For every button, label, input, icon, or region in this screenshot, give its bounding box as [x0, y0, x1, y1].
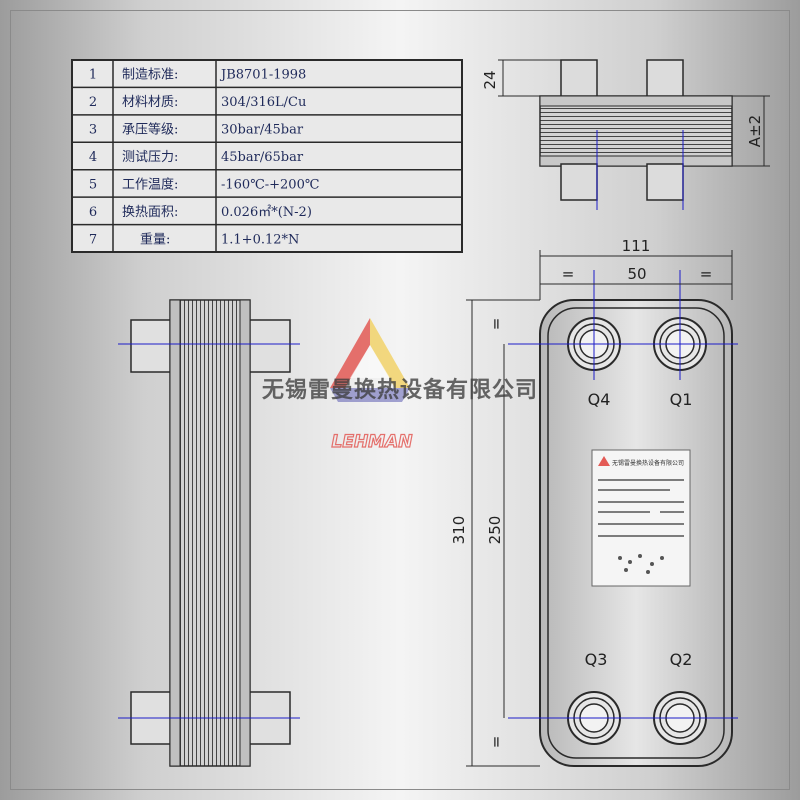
- port-label-q1: Q1: [670, 390, 693, 409]
- logo-text: LEHMAN: [332, 432, 413, 452]
- spec-row-label: 制造标准:: [122, 68, 178, 83]
- spec-row-number: 6: [89, 205, 97, 220]
- spec-row-value: 30bar/45bar: [221, 123, 304, 138]
- dim-port-spacing: 50: [627, 265, 646, 283]
- spec-row-value: 1.1+0.12*N: [221, 232, 299, 247]
- dim-port-center-height: 250: [486, 516, 504, 545]
- dim-equal-right: =: [700, 265, 713, 283]
- top-view: 24 A±2: [481, 59, 770, 210]
- spec-row-label: 重量:: [140, 231, 170, 247]
- lehman-logo: LEHMAN: [330, 318, 413, 453]
- spec-row-number: 4: [89, 150, 97, 165]
- port-label-q3: Q3: [585, 650, 608, 669]
- dim-equal-left: =: [562, 265, 575, 283]
- dim-overall-height: 310: [450, 516, 468, 545]
- bottom-pipe-left: [560, 163, 598, 201]
- bottom-pipe-right: [646, 163, 684, 201]
- side-view: [118, 299, 300, 767]
- dim-overall-width: 111: [622, 237, 651, 255]
- top-pipe-right: [646, 59, 684, 99]
- spec-row-value: 45bar/65bar: [221, 150, 304, 165]
- spec-row-label: 测试压力:: [122, 150, 178, 165]
- top-pipe-left: [560, 59, 598, 99]
- spec-row-number: 5: [89, 177, 97, 192]
- side-pipe-upper-right: [243, 319, 291, 373]
- side-plate-stack: [169, 299, 251, 767]
- port-label-q2: Q2: [670, 650, 693, 669]
- spec-row-number: 7: [89, 232, 97, 247]
- spec-row-label: 换热面积:: [122, 205, 178, 220]
- front-view: Q4 Q1 Q3 Q2 无锡雷曼换热设备有限公司: [450, 237, 738, 767]
- dim-thickness: A±2: [746, 115, 764, 147]
- spec-row-number: 1: [89, 68, 97, 83]
- spec-row-label: 承压等级:: [122, 122, 178, 138]
- dim-pipe-height: 24: [481, 70, 499, 89]
- company-watermark: 无锡雷曼换热设备有限公司: [262, 377, 538, 403]
- spec-row-label: 材料材质:: [122, 95, 178, 110]
- dim-equal-bottom: =: [487, 736, 505, 749]
- dim-equal-top: =: [487, 318, 505, 331]
- spec-row-value: 304/316L/Cu: [221, 95, 306, 110]
- spec-row-number: 3: [89, 123, 97, 138]
- side-pipe-upper-left: [130, 319, 176, 373]
- drawing-frame: [10, 10, 790, 790]
- spec-row-number: 2: [89, 95, 97, 110]
- spec-row-value: 0.026㎡*(N-2): [221, 205, 312, 220]
- spec-row-value: -160℃-+200℃: [221, 177, 319, 192]
- nameplate: 无锡雷曼换热设备有限公司: [591, 449, 691, 587]
- port-label-q4: Q4: [588, 390, 611, 409]
- spec-row-label: 工作温度:: [122, 176, 178, 192]
- spec-table: 1 制造标准: JB8701-1998 2 材料材质: 304/316L/Cu 3 承压等级:…: [71, 59, 463, 253]
- nameplate-company: 无锡雷曼换热设备有限公司: [612, 459, 684, 467]
- spec-row-value: JB8701-1998: [219, 68, 306, 83]
